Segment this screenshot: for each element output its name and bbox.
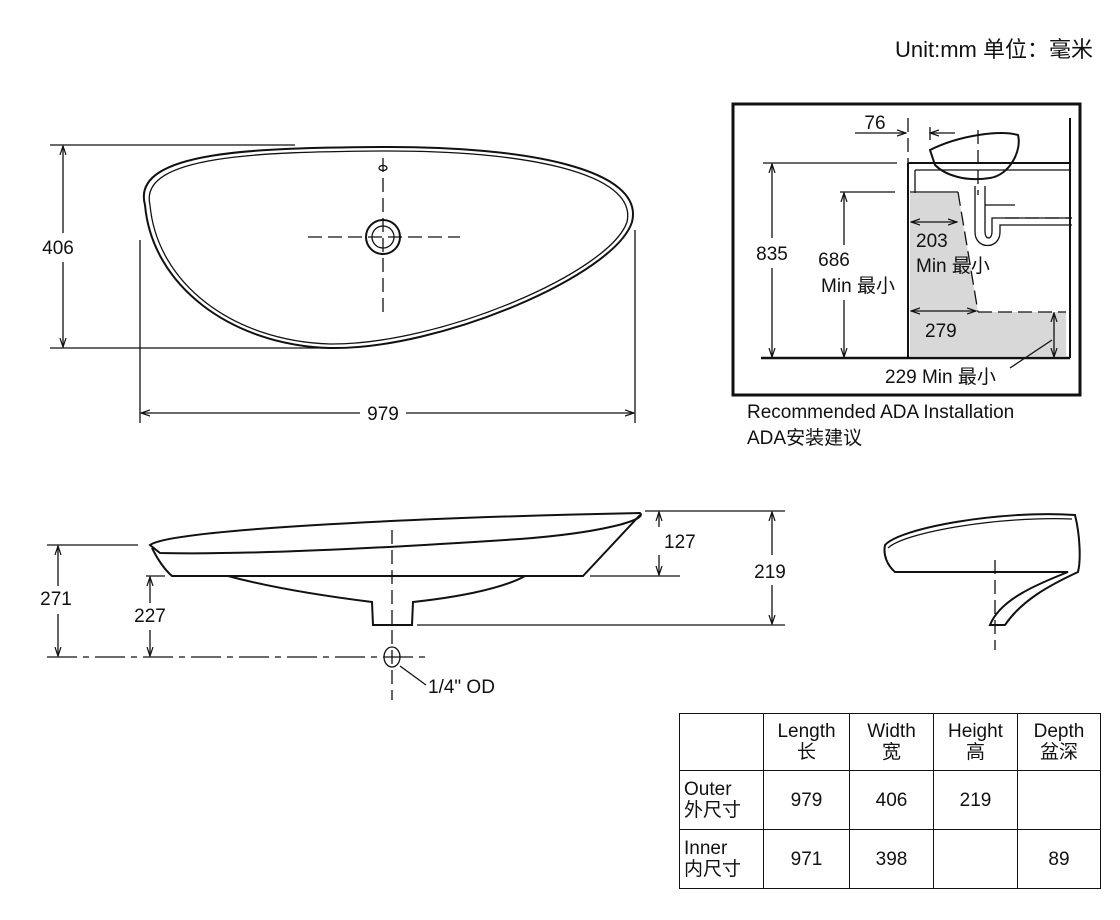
dim-219: 219: [754, 562, 786, 583]
cell: 971: [763, 829, 850, 889]
cell: 398: [849, 829, 934, 889]
dim-width-979: 979: [367, 404, 399, 425]
supply-od-label: 1/4" OD: [428, 677, 495, 698]
dim-203-min: Min 最小: [916, 255, 990, 277]
cell: 219: [933, 770, 1018, 830]
dim-227: 227: [134, 606, 166, 627]
supply-hole: [383, 646, 401, 668]
cell: [933, 829, 1018, 889]
table-label: Inner: [684, 838, 728, 859]
ada-sink: [928, 132, 1020, 181]
side-bowl: [227, 575, 526, 626]
basin-outline: [142, 145, 634, 350]
basin-inner-outline: [148, 150, 629, 345]
cell: 89: [1017, 829, 1101, 889]
p-trap: [974, 186, 1072, 247]
dim-686: 686: [818, 250, 850, 271]
ada-caption-en: Recommended ADA Installation: [747, 402, 1014, 423]
table-label: Depth: [1033, 721, 1085, 742]
end-view: [883, 513, 1081, 650]
ada-caption-cn: ADA安装建议: [747, 427, 862, 449]
side-rim: [148, 511, 642, 555]
table-label: 高: [965, 742, 985, 763]
ada-installation-diagram: 76 835 686 Min 最小 203 Min 最小 279 229 Min…: [731, 102, 1082, 397]
table-label: 长: [796, 742, 816, 763]
cell: [1017, 770, 1101, 830]
table-label: 盆深: [1039, 742, 1078, 763]
unit-label: Unit:mm 单位：毫米: [895, 37, 1093, 62]
table-label: [679, 713, 764, 771]
table-label: Width: [867, 721, 916, 742]
dim-271: 271: [40, 589, 72, 610]
table-label: Height: [948, 721, 1003, 742]
dim-depth-406: 406: [42, 238, 74, 259]
side-view: 127 219 271 227 1/4" OD: [40, 510, 786, 700]
ada-frame: [731, 102, 1082, 397]
dim-76: 76: [864, 113, 885, 134]
dim-203: 203: [916, 231, 948, 252]
cell: 406: [849, 770, 934, 830]
table-label: 内尺寸: [684, 859, 742, 880]
side-body: [151, 514, 641, 577]
top-view: 406 979: [42, 144, 636, 425]
table-label: Outer: [684, 779, 732, 800]
cell: 979: [763, 770, 850, 830]
table-label: 宽: [881, 742, 901, 763]
table-label: Length: [777, 721, 836, 742]
dim-229-min: 229 Min 最小: [885, 366, 996, 388]
dim-279: 279: [925, 321, 957, 342]
dim-127: 127: [664, 532, 696, 553]
dim-835: 835: [756, 244, 788, 265]
knee-clearance-area: [910, 193, 1066, 356]
dim-686-min: Min 最小: [821, 275, 895, 297]
table-label: 外尺寸: [684, 800, 742, 821]
